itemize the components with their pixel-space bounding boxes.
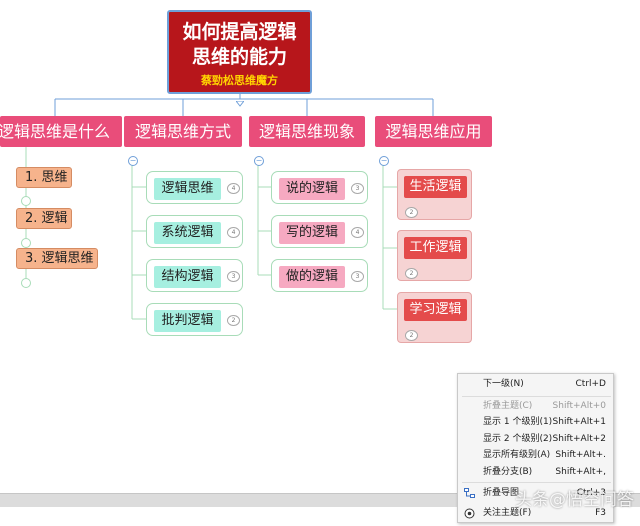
menu-item-shortcut: Shift+Alt+2 [552,434,606,444]
count-badge[interactable]: 2 [405,207,418,218]
menu-separator [462,482,611,483]
menu-item-show-level-2[interactable]: 显示 2 个级别(2) Shift+Alt+2 [458,431,615,448]
menu-item-shortcut: Shift+Alt+0 [552,401,606,411]
count-badge[interactable]: 2 [405,268,418,279]
root-topic[interactable]: 如何提高逻辑 思维的能力 蔡勁松思维魔方 [167,10,312,94]
main-topic-what[interactable]: 逻辑思维是什么 [0,116,122,147]
menu-item-label: 下一级(N) [483,379,524,389]
subtopic-label: 学习逻辑 [404,299,467,321]
menu-item-label: 显示所有级别(A) [483,450,551,460]
subtopic-logical-thinking[interactable]: 3. 逻辑思维 [16,248,98,269]
subtopic-label: 生活逻辑 [404,176,467,198]
main-topic-phenomenon[interactable]: 逻辑思维现象 [249,116,365,147]
menu-item-shortcut: Shift+Alt+1 [552,417,606,427]
menu-item-collapse-branch[interactable]: 折叠分支(B) Shift+Alt+, [458,464,615,481]
main-topic-label: 逻辑思维现象 [258,122,355,141]
subtopic-critical-logic[interactable]: 批判逻辑 2 [146,303,243,336]
menu-item-label: 显示 1 个级别(1) [483,417,553,427]
collapse-thinking-icon[interactable] [21,196,31,206]
count-badge[interactable]: 3 [351,183,364,194]
count-badge[interactable]: 2 [405,330,418,341]
main-topic-label: 逻辑思维方式 [134,122,231,141]
subtopic-label: 写的逻辑 [279,222,345,244]
subtopic-logic[interactable]: 2. 逻辑 [16,208,72,229]
collapse-method-icon[interactable]: − [128,156,138,166]
menu-item-shortcut: F3 [595,508,606,518]
subtopic-thinking[interactable]: 1. 思维 [16,167,72,188]
subtopic-label: 说的逻辑 [279,178,345,200]
menu-item-next-level[interactable]: 下一级(N) Ctrl+D [458,376,615,393]
subtopic-label: 逻辑思维 [154,178,221,200]
menu-item-label: 折叠主题(C) [483,401,533,411]
root-title-line1: 如何提高逻辑 [182,21,297,43]
main-topic-application[interactable]: 逻辑思维应用 [375,116,492,147]
menu-item-shortcut: Shift+Alt+. [555,450,606,460]
root-collapse-icon[interactable] [234,92,246,107]
count-badge[interactable]: 4 [227,227,240,238]
subtopic-label: 工作逻辑 [404,237,467,259]
menu-item-label: 折叠分支(B) [483,467,533,477]
menu-item-shortcut: Ctrl+D [575,379,607,389]
subtopic-life-logic[interactable]: 生活逻辑 2 [397,169,472,220]
menu-item-show-all-levels[interactable]: 显示所有级别(A) Shift+Alt+. [458,447,615,464]
subtopic-label: 批判逻辑 [154,310,221,332]
menu-item-collapse-map[interactable]: 折叠导图 Ctrl+3 [458,485,615,502]
menu-item-label: 关注主题(F) [483,508,532,518]
subtopic-label: 系统逻辑 [154,222,221,244]
subtopic-label: 结构逻辑 [154,266,221,288]
subtopic-write-logic[interactable]: 写的逻辑 4 [271,215,368,248]
menu-item-show-level-1[interactable]: 显示 1 个级别(1) Shift+Alt+1 [458,414,615,431]
menu-item-shortcut: Shift+Alt+, [555,467,606,477]
subtopic-speak-logic[interactable]: 说的逻辑 3 [271,171,368,204]
count-badge[interactable]: 4 [351,227,364,238]
menu-item-focus-topic[interactable]: 关注主题(F) F3 [458,505,615,522]
subtopic-label: 2. 逻辑 [25,211,68,226]
collapse-logical-thinking-icon[interactable] [21,278,31,288]
subtopic-system-logic[interactable]: 系统逻辑 4 [146,215,243,248]
root-title-line2: 思维的能力 [191,46,287,68]
subtopic-structure-logic[interactable]: 结构逻辑 3 [146,259,243,292]
menu-item-collapse-topic[interactable]: 折叠主题(C) Shift+Alt+0 [458,398,615,415]
menu-item-label: 折叠导图 [483,488,520,498]
collapse-phenomenon-icon[interactable]: − [254,156,264,166]
menu-item-shortcut: Ctrl+3 [576,488,606,498]
context-menu: 下一级(N) Ctrl+D 折叠主题(C) Shift+Alt+0 显示 1 个… [457,373,614,523]
menu-separator [462,396,611,397]
subtopic-logical-thinking-method[interactable]: 逻辑思维 4 [146,171,243,204]
collapse-logic-icon[interactable] [21,238,31,248]
collapse-application-icon[interactable]: − [379,156,389,166]
subtopic-label: 3. 逻辑思维 [25,251,94,266]
menu-item-label: 显示 2 个级别(2) [483,434,553,444]
root-subtitle: 蔡勁松思维魔方 [201,74,278,87]
subtopic-do-logic[interactable]: 做的逻辑 3 [271,259,368,292]
main-topic-method[interactable]: 逻辑思维方式 [124,116,242,147]
subtopic-label: 1. 思维 [25,170,68,185]
subtopic-study-logic[interactable]: 学习逻辑 2 [397,292,472,343]
count-badge[interactable]: 3 [227,271,240,282]
subtopic-label: 做的逻辑 [279,266,345,288]
focus-topic-icon [464,508,475,519]
count-badge[interactable]: 4 [227,183,240,194]
subtopic-work-logic[interactable]: 工作逻辑 2 [397,230,472,281]
collapse-map-icon [464,488,475,499]
main-topic-label: 逻辑思维是什么 [0,122,110,141]
watermark: 头条@悟空问答 [515,490,634,510]
count-badge[interactable]: 2 [227,315,240,326]
main-topic-label: 逻辑思维应用 [385,122,482,141]
count-badge[interactable]: 3 [351,271,364,282]
